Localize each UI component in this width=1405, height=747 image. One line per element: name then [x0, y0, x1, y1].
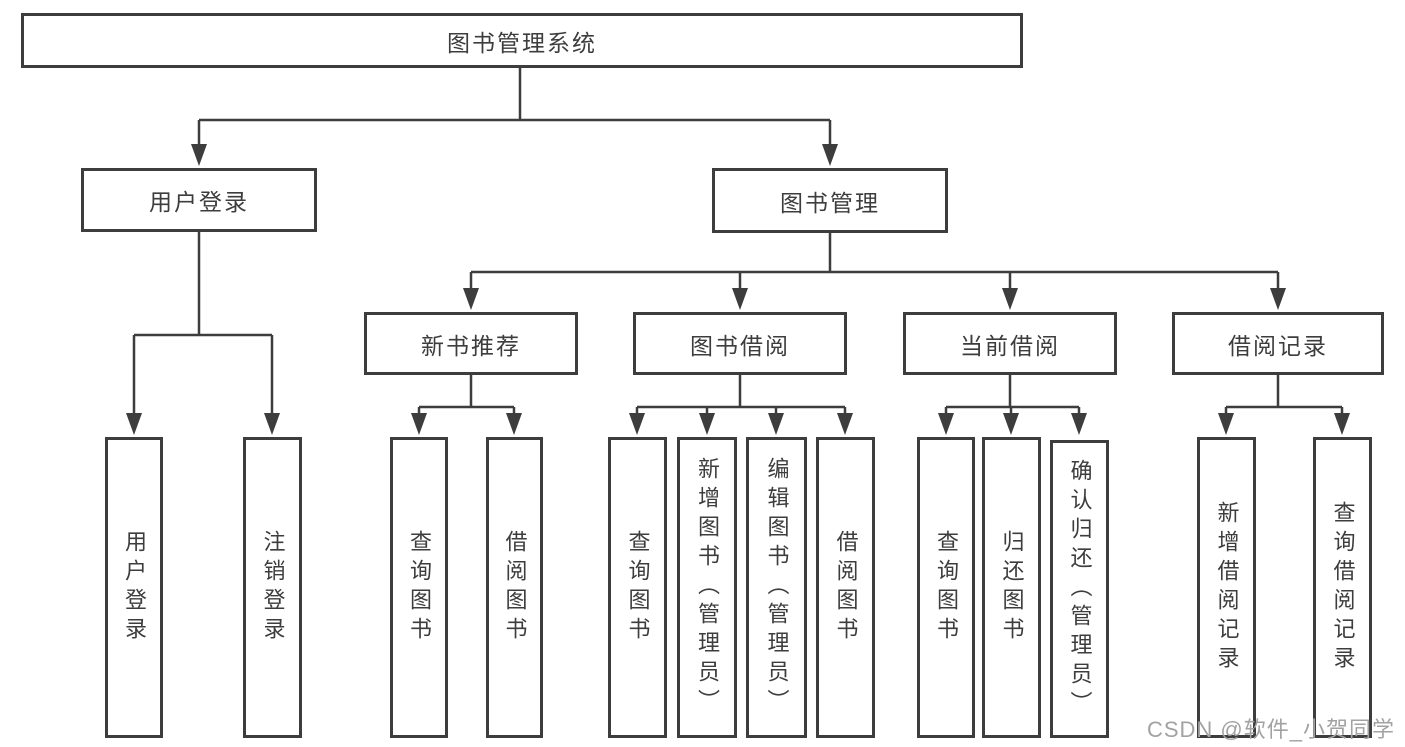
arrowheads [126, 144, 1350, 435]
leaf-label: 借阅图书 [502, 529, 528, 646]
node-book-management: 图书管理 [712, 168, 948, 233]
leaf-add-book-admin: 新增图书（管理员） [677, 437, 737, 738]
leaf-label: 编辑图书（管理员） [764, 457, 790, 718]
leaf-user-login: 用户登录 [105, 437, 163, 738]
node-label: 当前借阅 [960, 332, 1060, 359]
node-library-system: 图书管理系统 [21, 13, 1023, 68]
leaf-label: 借阅图书 [833, 529, 859, 646]
leaf-query-books-current: 查询图书 [917, 437, 975, 738]
leaf-label: 新增图书（管理员） [695, 457, 720, 718]
leaf-query-borrow-record: 查询借阅记录 [1313, 437, 1372, 738]
node-label: 图书借阅 [690, 332, 790, 359]
leaf-label: 新增借阅记录 [1214, 500, 1240, 675]
node-borrow-records: 借阅记录 [1172, 312, 1384, 375]
leaf-query-books-newrec: 查询图书 [390, 437, 448, 738]
node-label: 借阅记录 [1228, 332, 1328, 359]
leaf-label: 查询图书 [934, 529, 959, 646]
node-label: 图书管理 [780, 189, 880, 216]
node-current-borrowing: 当前借阅 [903, 312, 1117, 375]
leaf-label: 用户登录 [122, 529, 147, 646]
node-book-borrowing: 图书借阅 [633, 312, 847, 375]
leaf-label: 确认归还（管理员） [1067, 458, 1093, 720]
leaf-return-book: 归还图书 [982, 437, 1041, 738]
leaf-edit-book-admin: 编辑图书（管理员） [746, 437, 807, 738]
leaf-label: 查询图书 [407, 529, 432, 646]
leaf-label: 注销登录 [260, 529, 286, 646]
leaf-borrow-books-borrowing: 借阅图书 [816, 437, 875, 738]
leaf-query-books-borrowing: 查询图书 [608, 437, 667, 738]
leaf-label: 归还图书 [999, 529, 1025, 646]
leaf-label: 查询图书 [625, 529, 651, 646]
leaf-add-borrow-record: 新增借阅记录 [1197, 437, 1256, 738]
node-label: 图书管理系统 [447, 29, 597, 56]
csdn-watermark: CSDN @软件_小贺同学 [1146, 717, 1395, 742]
leaf-logout: 注销登录 [243, 437, 302, 738]
leaf-borrow-books-newrec: 借阅图书 [486, 437, 543, 738]
leaf-label: 查询借阅记录 [1330, 500, 1356, 675]
leaf-confirm-return-admin: 确认归还（管理员） [1050, 440, 1109, 738]
node-label: 新书推荐 [421, 332, 521, 359]
node-new-book-recommend: 新书推荐 [364, 312, 578, 375]
node-user-login: 用户登录 [81, 168, 317, 232]
node-label: 用户登录 [149, 189, 249, 215]
